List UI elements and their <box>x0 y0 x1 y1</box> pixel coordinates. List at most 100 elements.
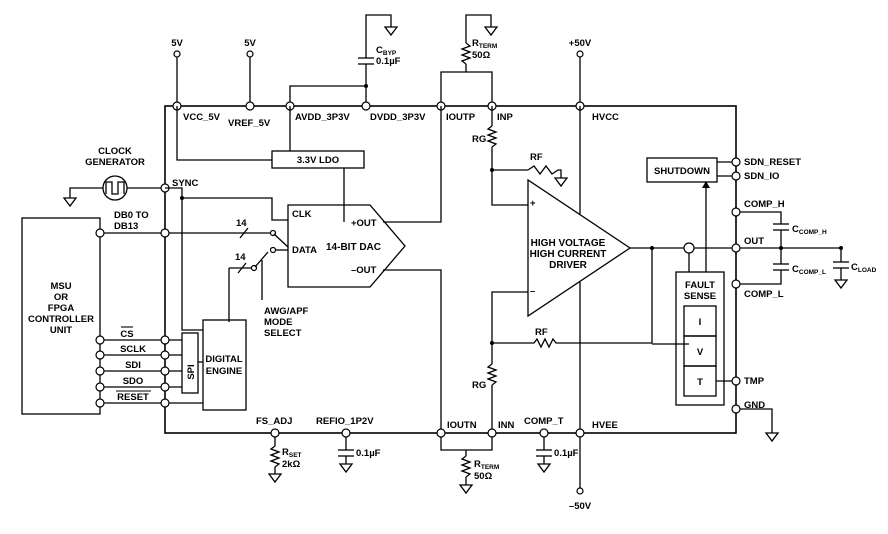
pin-ioutp: IOUTP <box>446 112 476 123</box>
pin-hvcc: HVCC <box>592 112 619 123</box>
rg-bottom: RG <box>472 291 528 433</box>
svg-text:14: 14 <box>235 252 246 263</box>
compt-cap: 0.1µF <box>536 437 579 474</box>
svg-text:SPI: SPI <box>186 364 197 379</box>
pin-gnd: GND <box>744 400 765 411</box>
svg-text:DATA: DATA <box>292 245 317 256</box>
svg-text:MSU: MSU <box>50 281 71 292</box>
svg-text:14: 14 <box>236 218 247 229</box>
right-pins <box>731 157 741 414</box>
label-cs: CS <box>120 329 133 340</box>
rg-top: RG <box>472 106 528 206</box>
pin-sdn-reset: SDN_RESET <box>744 157 801 168</box>
digital-engine: SPI DIGITAL ENGINE <box>181 319 247 411</box>
svg-text:0.1µF: 0.1µF <box>554 448 579 459</box>
svg-text:0.1µF: 0.1µF <box>376 56 401 67</box>
vref-5v-rail: 5V <box>244 38 256 106</box>
clock-generator: CLOCK GENERATOR <box>62 146 165 208</box>
svg-text:UNIT: UNIT <box>50 325 72 336</box>
svg-text:–50V: –50V <box>569 501 592 512</box>
spi-lines <box>95 335 203 408</box>
svg-text:CCOMP_L: CCOMP_L <box>792 264 826 276</box>
pin-out: OUT <box>744 236 764 247</box>
svg-text:RF: RF <box>530 152 543 163</box>
svg-text:DB13: DB13 <box>114 221 138 232</box>
svg-text:V: V <box>697 347 704 358</box>
svg-text:RF: RF <box>535 327 548 338</box>
svg-text:CBYP: CBYP <box>376 45 397 57</box>
label-reset: RESET <box>117 392 149 403</box>
svg-text:RG: RG <box>472 380 486 391</box>
awg-label-1: AWG/APF <box>264 306 309 317</box>
pin-tmp: TMP <box>744 376 765 387</box>
svg-text:14-BIT DAC: 14-BIT DAC <box>326 242 381 253</box>
pin-avdd: AVDD_3P3V <box>295 112 350 123</box>
awg-label-2: MODE <box>264 317 293 328</box>
rterm-top: RTERM 50Ω <box>440 14 499 106</box>
pos-50v-rail: +50V <box>569 38 592 106</box>
svg-text:SHUTDOWN: SHUTDOWN <box>654 166 710 177</box>
cload: CLOAD <box>833 248 877 290</box>
pin-dvdd: DVDD_3P3V <box>370 112 426 123</box>
pin-sync: SYNC <box>172 178 199 189</box>
sync-to-clk <box>182 197 288 221</box>
fault-sense: FAULT SENSE I V T <box>675 253 736 406</box>
neg-50v-rail: –50V <box>569 437 592 512</box>
chip-outline <box>164 105 737 434</box>
ccomp-h: CCOMP_H <box>740 211 827 248</box>
refio-cap: 0.1µF <box>338 437 381 474</box>
pin-inn: INN <box>498 420 515 431</box>
svg-text:ENGINE: ENGINE <box>206 366 242 377</box>
rset: RSET 2kΩ <box>267 437 302 484</box>
svg-text:GENERATOR: GENERATOR <box>85 157 145 168</box>
svg-text:RG: RG <box>472 134 486 145</box>
svg-text:5V: 5V <box>244 38 256 49</box>
label-sclk: SCLK <box>120 344 146 355</box>
svg-text:CCOMP_H: CCOMP_H <box>792 224 827 236</box>
avdd-dvdd-link <box>289 85 366 106</box>
svg-text:–OUT: –OUT <box>351 265 377 276</box>
bottom-pins <box>270 428 585 438</box>
svg-text:CLK: CLK <box>292 209 312 220</box>
pin-refio: REFIO_1P2V <box>316 416 374 427</box>
ccomp-l: CCOMP_L <box>740 248 826 285</box>
ldo-block: 3.3V LDO <box>176 106 365 222</box>
sync-to-engine <box>165 187 203 331</box>
svg-text:DIGITAL: DIGITAL <box>205 354 242 365</box>
label-sdo: SDO <box>123 376 144 387</box>
pin-comp-h: COMP_H <box>744 199 785 210</box>
pin-inp: INP <box>497 112 514 123</box>
svg-text:RTERM: RTERM <box>474 459 499 471</box>
rf-top: RF <box>527 152 569 188</box>
svg-text:I: I <box>699 317 702 328</box>
svg-text:RSET: RSET <box>282 447 302 459</box>
pin-hvee: HVEE <box>592 420 618 431</box>
db-bus: DB0 TO DB13 14 14 <box>95 210 289 322</box>
dac-block: CLK DATA 14-BIT DAC +OUT –OUT <box>287 106 442 433</box>
svg-text:50Ω: 50Ω <box>472 50 491 61</box>
pin-vref-5v: VREF_5V <box>228 118 271 129</box>
svg-text:+50V: +50V <box>569 38 592 49</box>
svg-text:T: T <box>697 377 703 388</box>
svg-text:CLOCK: CLOCK <box>98 146 132 157</box>
svg-text:5V: 5V <box>171 38 183 49</box>
pin-comp-l: COMP_L <box>744 289 784 300</box>
svg-text:CONTROLLER: CONTROLLER <box>28 314 94 325</box>
svg-text:2kΩ: 2kΩ <box>282 459 301 470</box>
svg-text:RTERM: RTERM <box>472 38 497 50</box>
msu-block: MSU OR FPGA CONTROLLER UNIT <box>21 217 101 415</box>
svg-text:HIGH CURRENT: HIGH CURRENT <box>530 249 607 260</box>
svg-text:SENSE: SENSE <box>684 291 716 302</box>
pin-vcc-5v: VCC_5V <box>183 112 221 123</box>
gnd-symbol <box>740 408 780 443</box>
svg-text:+OUT: +OUT <box>351 218 377 229</box>
svg-text:CLOAD: CLOAD <box>851 262 877 274</box>
svg-text:–: – <box>530 286 535 297</box>
cbyp-capacitor: CBYP 0.1µF <box>358 14 401 106</box>
svg-text:0.1µF: 0.1µF <box>356 448 381 459</box>
svg-text:OR: OR <box>54 292 68 303</box>
rterm-bottom: RTERM 50Ω <box>440 437 499 495</box>
pin-sdn-io: SDN_IO <box>744 171 779 182</box>
svg-text:50Ω: 50Ω <box>474 471 493 482</box>
